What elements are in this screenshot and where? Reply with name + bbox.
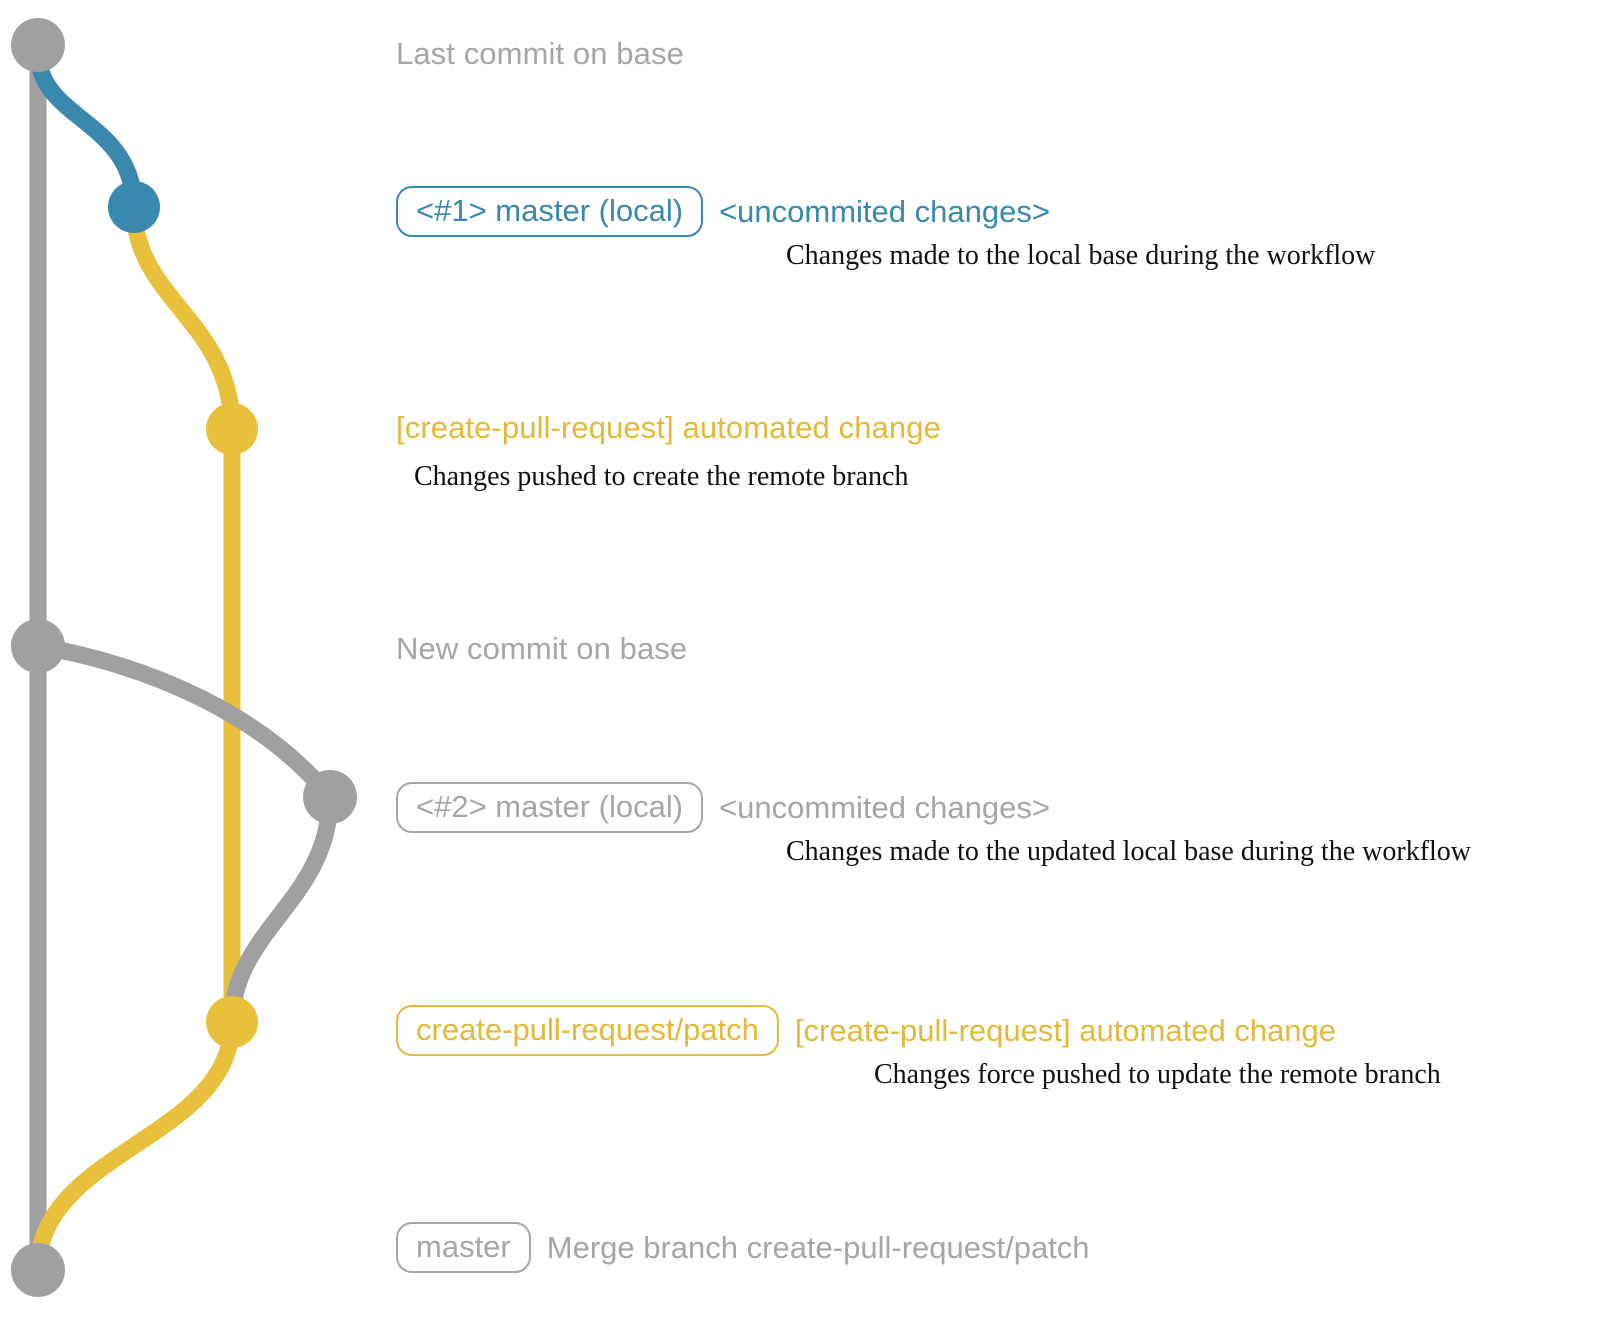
row-automated-change-1: [create-pull-request] automated change — [396, 412, 941, 443]
row-merge: master Merge branch create-pull-request/… — [396, 1222, 1090, 1273]
row-description: Changes made to the updated local base d… — [786, 836, 1472, 867]
commit-node-patch-1[interactable] — [206, 403, 258, 455]
commit-subject: New commit on base — [396, 631, 688, 666]
row-description: Changes pushed to create the remote bran… — [414, 461, 909, 492]
edge-base-to-local1 — [29, 43, 143, 216]
row-local-2: <#2> master (local) <uncommited changes> — [396, 782, 1050, 833]
row-description: Changes made to the local base during th… — [786, 240, 1376, 271]
commit-graph — [11, 18, 357, 1297]
commit-subject: Last commit on base — [396, 36, 684, 71]
branch-pill-master[interactable]: master — [396, 1222, 531, 1273]
edge-local1-to-patch1 — [125, 198, 241, 438]
edge-basenew-to-local2 — [29, 637, 339, 806]
commit-node-local-1[interactable] — [108, 181, 160, 233]
row-local-1: <#1> master (local) <uncommited changes> — [396, 186, 1050, 237]
row-description: Changes force pushed to update the remot… — [874, 1059, 1441, 1090]
commit-subject: [create-pull-request] automated change — [396, 410, 941, 445]
branch-pill-master-local-2[interactable]: <#2> master (local) — [396, 782, 704, 833]
edge-patch2-to-merge — [29, 1013, 241, 1279]
row-last-commit-on-base: Last commit on base — [396, 38, 684, 69]
commit-subject: Merge branch create-pull-request/patch — [546, 1230, 1090, 1265]
commit-node-merge[interactable] — [11, 1243, 65, 1297]
branch-pill-create-pull-request-patch[interactable]: create-pull-request/patch — [396, 1005, 779, 1056]
row-automated-change-2: create-pull-request/patch [create-pull-r… — [396, 1005, 1336, 1056]
commit-subject: <uncommited changes> — [719, 790, 1050, 825]
row-new-commit-on-base: New commit on base — [396, 633, 687, 664]
commit-node-patch-2[interactable] — [206, 996, 258, 1048]
edge-local2-to-patch2 — [223, 788, 339, 1031]
commit-subject: [create-pull-request] automated change — [794, 1013, 1337, 1048]
commit-node-local-2[interactable] — [303, 770, 357, 824]
commit-node-base-head[interactable] — [11, 18, 65, 72]
commit-subject: <uncommited changes> — [719, 194, 1050, 229]
branch-pill-master-local-1[interactable]: <#1> master (local) — [396, 186, 704, 237]
commit-node-base-new[interactable] — [11, 619, 65, 673]
